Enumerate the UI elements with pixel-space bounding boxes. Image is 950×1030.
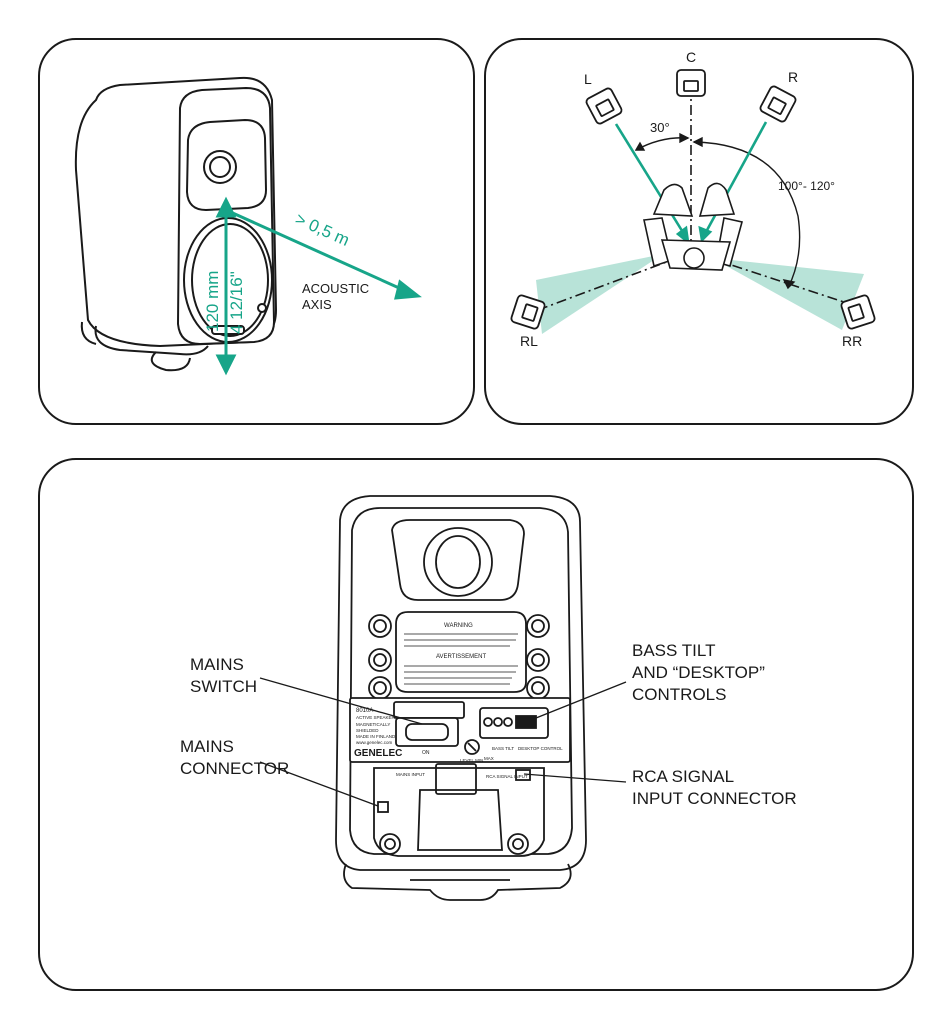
callout-rca-2: INPUT CONNECTOR [632,789,797,808]
bass-port [211,325,245,335]
plate-level: LEVEL MIN [460,758,483,763]
callout-bass-tilt-3: CONTROLS [632,685,726,704]
callout-rca-1: RCA SIGNAL [632,767,734,786]
plate-max: MAX [484,756,494,761]
rear-panel: WARNING AVERTISSEMENT 8010A ACTIVE SPEAK… [38,458,914,991]
plate-rca-input: RCA SIGNAL INPUT [486,774,528,779]
plate-made-in: MADE IN FINLAND [356,734,396,739]
mains-switch [395,717,459,747]
acoustic-axis-label-2: AXIS [302,297,332,312]
top-recess [391,519,525,601]
plate-brand: GENELEC [354,748,402,759]
rear-right-cone [712,258,864,330]
rear-left-cone [536,254,663,334]
mains-connector [377,801,389,813]
label-center: C [686,49,696,65]
speaker-right [759,85,797,123]
label-rear-right: RR [842,333,862,349]
callout-mains-connector-2: CONNECTOR [180,759,289,778]
plate-magnetically: MAGNETICALLY [356,722,390,727]
dip-switch-block [479,707,549,739]
label-rear-left: RL [520,333,538,349]
level-knob [464,739,480,755]
speaker-rear-left [510,294,546,330]
label-right: R [788,69,798,85]
speaker-left [585,87,623,125]
rear-driver [423,527,493,597]
plate-warning: WARNING [444,623,473,629]
speaker-base [94,325,209,356]
led-indicator [257,303,267,313]
acoustic-axis-label-1: ACOUSTIC [302,281,369,296]
label-left: L [584,71,592,87]
plate-on: ON [422,750,430,756]
callout-bass-tilt-1: BASS TILT [632,641,715,660]
base-stand [343,863,572,901]
callout-mains-connector-1: MAINS [180,737,234,756]
callout-bass-tilt-2: AND “DESKTOP” [632,663,765,682]
layout-panel: L C R RL RR 30° 100°- 120° [484,38,914,425]
plate-mains-input: MAINS INPUT [396,772,425,777]
axis-height-label: 120 mm [203,271,222,332]
listener-head [683,247,705,269]
surround-layout-diagram: L C R RL RR 30° 100°- 120° [510,49,876,349]
placement-panel: 120 mm 4 12/16" > 0,5 m ACOUSTIC AXIS [38,38,475,425]
callout-mains-switch-2: SWITCH [190,677,257,696]
rear-view-illustration: WARNING AVERTISSEMENT 8010A ACTIVE SPEAK… [180,495,797,901]
plate-shielded: SHIELDED [356,728,379,733]
plate-bass-tilt: BASS TILT [492,746,514,751]
plate-avertissement: AVERTISSEMENT [436,654,486,660]
woofer [183,217,273,343]
speaker-rear-right [840,294,876,330]
plate-desktop-control: DESKTOP CONTROL [518,746,563,751]
plate-website: www.genelec.com [356,740,393,745]
rear-angle-label: 100°- 120° [778,179,835,193]
axis-height-imperial: 4 12/16" [227,271,246,334]
callout-mains-switch-1: MAINS [190,655,244,674]
plate-model: 8010A [356,708,373,714]
listener-chair [643,182,743,271]
plate-active: ACTIVE SPEAKER [356,715,396,720]
speaker-center [676,69,706,97]
front-angle-label: 30° [650,120,670,135]
placement-illustration: 120 mm 4 12/16" > 0,5 m ACOUSTIC AXIS [74,76,422,376]
